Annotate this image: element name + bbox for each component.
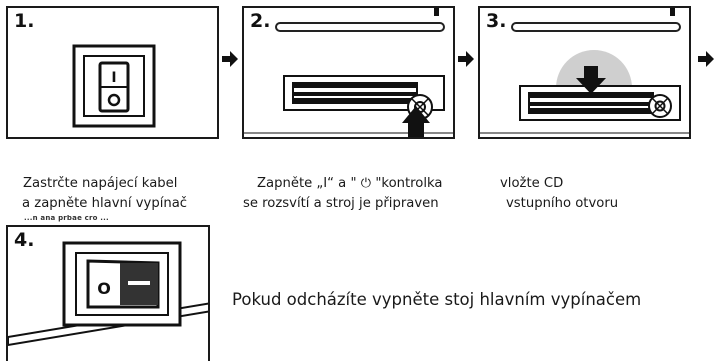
step-2-caption-line1: Zapněte „I“ a " ⏻ "kontrolka: [257, 176, 443, 191]
step-2-number: 2.: [250, 10, 271, 32]
step-1-caption-line2: a zapněte hlavní vypínač: [22, 196, 188, 211]
step-1-number: 1.: [14, 10, 35, 32]
step-4-panel: 4. O: [6, 225, 210, 361]
cd-slot-insert-icon: [480, 8, 689, 134]
power-switch-off-icon: O: [8, 241, 208, 347]
speech-bubble: [275, 22, 445, 32]
step-3-panel: 3.: [478, 6, 691, 139]
partial-text: ...n ana prbae cro ...: [24, 215, 109, 222]
cd-slot-with-button-icon: [244, 8, 453, 137]
switch-off-glyph: O: [97, 279, 111, 298]
step-3-number: 3.: [486, 10, 507, 32]
step-1-caption-line1: Zastrčte napájecí kabel: [23, 176, 178, 191]
speech-bubble: [511, 22, 681, 32]
step-1-panel: 1. I: [6, 6, 219, 139]
switch-on-glyph: I: [111, 70, 116, 86]
step-3-caption-line1: vložte CD: [500, 176, 564, 191]
arrow-right-icon: [698, 51, 714, 67]
step-2-panel: 2.: [242, 6, 455, 139]
arrow-right-icon: [222, 51, 238, 67]
step-3-caption-line2: vstupního otvoru: [506, 196, 619, 211]
arrow-right-icon: [458, 51, 474, 67]
power-switch-on-icon: I: [72, 44, 156, 128]
step-4-note: Pokud odcházíte vypněte stoj hlavním vyp…: [232, 290, 642, 309]
step-2-caption-line2: se rozsvítí a stroj je připraven: [243, 196, 439, 211]
step-4-number: 4.: [14, 229, 35, 251]
